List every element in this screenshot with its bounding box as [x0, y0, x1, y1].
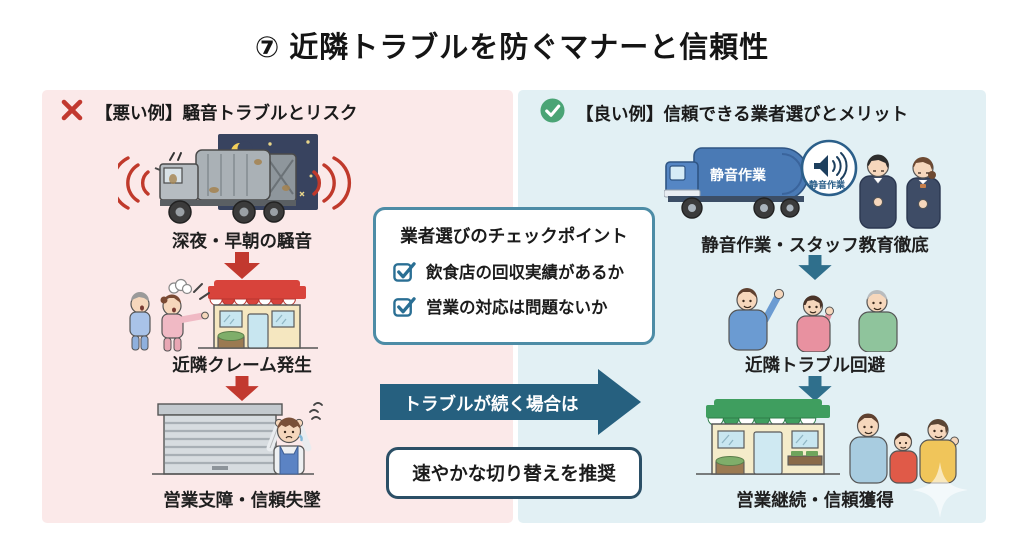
waving-neighbors-illustration [695, 280, 935, 357]
checkbox-checked-icon [393, 260, 416, 283]
truck-body-text: 静音作業 [710, 167, 767, 183]
speaker-icon [814, 152, 848, 180]
checkpoint-item-label: 飲食店の回収実績があるか [426, 264, 624, 282]
closed-shutter-illustration [118, 400, 366, 491]
good-step-1-label: 静音作業・スタッフ教育徹底 [701, 235, 929, 255]
checkbox-checked-icon [393, 295, 416, 318]
recommendation-label: 速やかな切り替えを推奨 [412, 463, 616, 484]
arrow-down-icon [224, 252, 260, 279]
good-step-3-label: 営業継続・信頼獲得 [736, 490, 894, 510]
quiet-operation-badge: 静音作業 [800, 139, 858, 197]
night-garbage-truck-illustration [110, 132, 366, 233]
arrow-down-icon [224, 376, 260, 401]
checkpoint-item: 飲食店の回収実績があるか [393, 259, 652, 283]
good-example-header-label: 【良い例】信頼できる業者選びとメリット [576, 103, 909, 124]
thriving-shop-illustration [690, 396, 970, 493]
flow-arrow-icon [380, 368, 642, 436]
sparkle-icon [912, 462, 968, 518]
neighbor-complaint-illustration [118, 278, 366, 359]
good-step-2-label: 近隣トラブル回避 [745, 355, 885, 375]
recommendation-box: 速やかな切り替えを推奨 [386, 447, 642, 499]
bad-step-3-label: 営業支障・信頼失墜 [163, 490, 321, 510]
flow-arrow-label: トラブルが続く場合は [403, 394, 579, 414]
page-title: ⑦ 近隣トラブルを防ぐマナーと信頼性 [254, 32, 770, 64]
bad-example-header-label: 【悪い例】騒音トラブルとリスク [95, 103, 358, 123]
bad-step-2-label: 近隣クレーム発生 [172, 355, 312, 375]
checkpoint-item: 営業の対応は問題ないか [393, 294, 652, 318]
quiet-truck-staff-illustration: 静音作業 静音作業 [663, 138, 964, 239]
check-circle-icon [540, 98, 565, 128]
badge-text: 静音作業 [809, 179, 846, 190]
bad-step-1-label: 深夜・早朝の騒音 [172, 231, 312, 251]
checkpoint-item-label: 営業の対応は問題ないか [426, 299, 608, 317]
x-mark-icon [60, 98, 84, 127]
good-example-header: 【良い例】信頼できる業者選びとメリット [540, 98, 908, 128]
bad-example-header: 【悪い例】騒音トラブルとリスク [60, 98, 358, 127]
arrow-down-icon [797, 255, 833, 280]
arrow-down-icon [797, 376, 833, 401]
checkpoint-title: 業者選びのチェックポイント [400, 226, 628, 246]
checkpoint-box: 業者選びのチェックポイント 飲食店の回収実績があるか 営業の対応は問題ないか [373, 207, 655, 345]
